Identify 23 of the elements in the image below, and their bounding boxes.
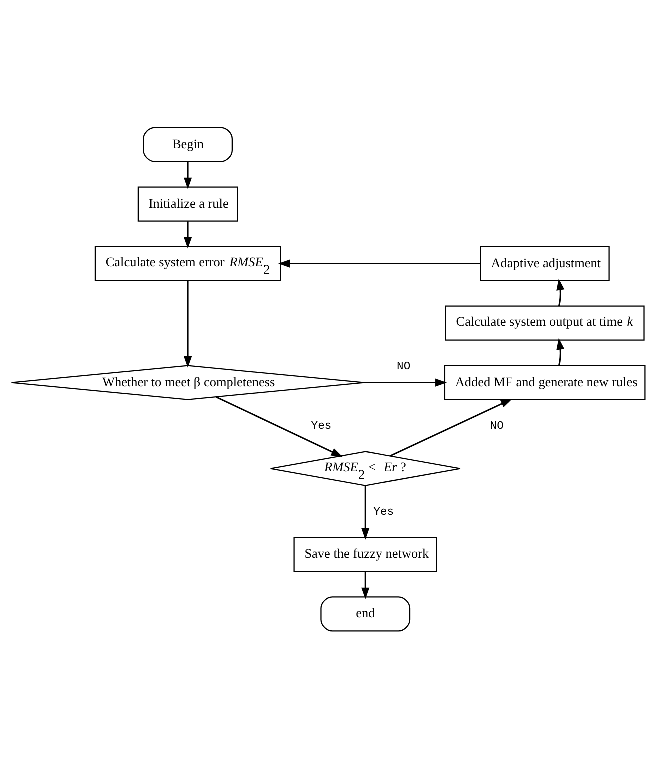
node-box: Begin	[143, 126, 233, 162]
edge-label: Yes	[311, 420, 332, 433]
node-box: Initialize a rule	[138, 186, 238, 222]
arrow	[184, 162, 192, 189]
node-diamond: Whether to meet β completeness	[11, 364, 365, 400]
edge-label: NO	[490, 420, 504, 433]
arrow	[184, 280, 192, 368]
edge-label: Yes	[374, 506, 394, 519]
node-box: end	[320, 596, 411, 632]
node-box: Save the fuzzy network	[294, 536, 438, 572]
arrow	[556, 338, 565, 366]
arrow	[364, 378, 448, 386]
arrow	[184, 221, 192, 248]
edge-label: NO	[397, 361, 411, 374]
node-box: Added MF and generate new rules	[444, 364, 646, 400]
arrow	[556, 278, 565, 306]
node-box: Calculate system output at time k	[445, 305, 645, 340]
arrow	[362, 485, 370, 540]
arrow	[216, 396, 343, 457]
arrow	[278, 259, 481, 268]
arrow	[362, 572, 370, 599]
node-box: Adaptive adjustment	[480, 246, 610, 281]
arrow	[390, 398, 513, 456]
